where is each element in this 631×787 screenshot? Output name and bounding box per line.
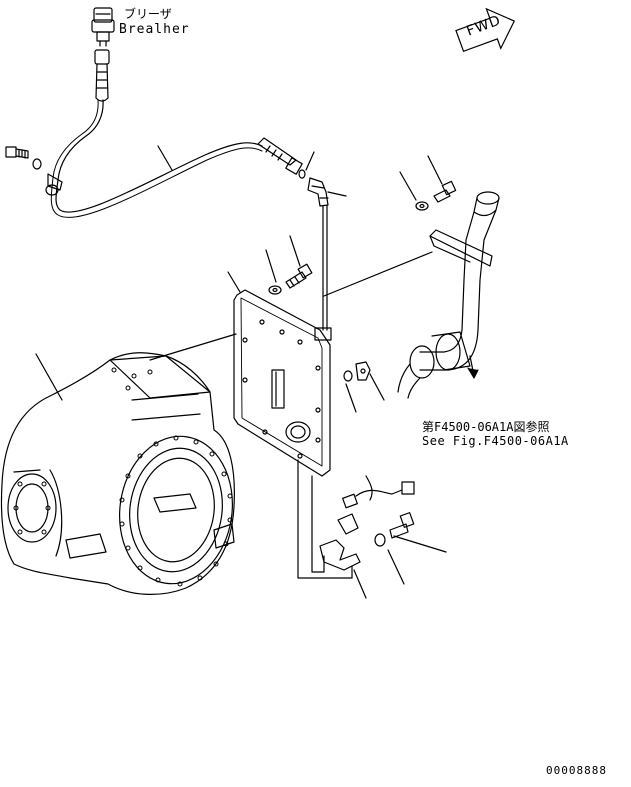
sensor-bracket bbox=[319, 475, 415, 571]
cover-plate bbox=[233, 289, 332, 477]
breather-part bbox=[91, 7, 115, 47]
bolt-top-right bbox=[415, 180, 457, 211]
plate-bolt bbox=[268, 263, 313, 295]
sensor-bolt bbox=[374, 512, 415, 547]
reference-label-en: See Fig.F4500-06A1A bbox=[422, 434, 569, 448]
breather-label-en: Brealher bbox=[119, 22, 190, 37]
hose-clamp bbox=[397, 345, 435, 399]
breather-hose bbox=[55, 99, 263, 213]
hose-end-fitting bbox=[257, 137, 306, 179]
drawing-number: 00008888 bbox=[546, 764, 607, 777]
filler-pipe bbox=[419, 191, 500, 371]
breather-hose-fitting bbox=[94, 49, 110, 102]
bolt-left-part bbox=[5, 146, 63, 196]
fwd-arrow-icon bbox=[455, 7, 516, 53]
reference-label-jp: 第F4500-06A1A図参照 bbox=[422, 420, 550, 434]
flange-bolt-holes bbox=[13, 367, 233, 587]
plug-fitting bbox=[343, 361, 371, 382]
elbow-fitting bbox=[307, 177, 329, 207]
differential-case bbox=[0, 352, 235, 595]
breather-label-jp: ブリーザ bbox=[124, 7, 172, 21]
